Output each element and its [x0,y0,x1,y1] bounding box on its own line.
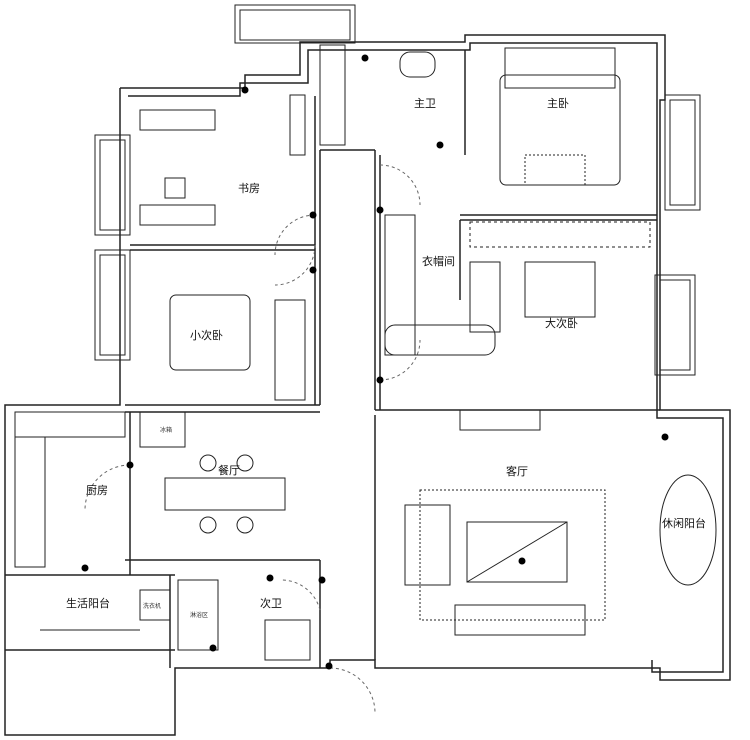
room-label-study: 书房 [238,182,260,195]
room-label-second-bath: 次卫 [260,597,282,610]
room-label-utility-balcony: 生活阳台 [66,597,110,610]
wall-nodes [81,54,669,670]
room-label-living: 客厅 [506,465,528,478]
room-label-kitchen: 厨房 [86,484,108,497]
room-label-walk-in-closet: 衣帽间 [422,255,455,268]
room-label-large-bedroom: 大次卧 [545,317,578,330]
walls [4,34,731,736]
room-label-master-bath: 主卫 [414,97,436,110]
room-label-dining: 餐厅 [218,464,240,477]
room-label-master-bedroom: 主卧 [547,97,569,110]
fixture-label-shower: 淋浴区 [190,612,209,619]
fixture-label-fridge: 冰箱 [160,427,173,434]
doors [84,164,421,714]
fixture-label-washer: 洗衣机 [143,603,162,610]
bay-windows [94,4,701,376]
room-label-small-bedroom: 小次卧 [190,329,223,342]
room-label-leisure-balcony: 休闲阳台 [662,517,706,530]
furniture [14,44,717,661]
